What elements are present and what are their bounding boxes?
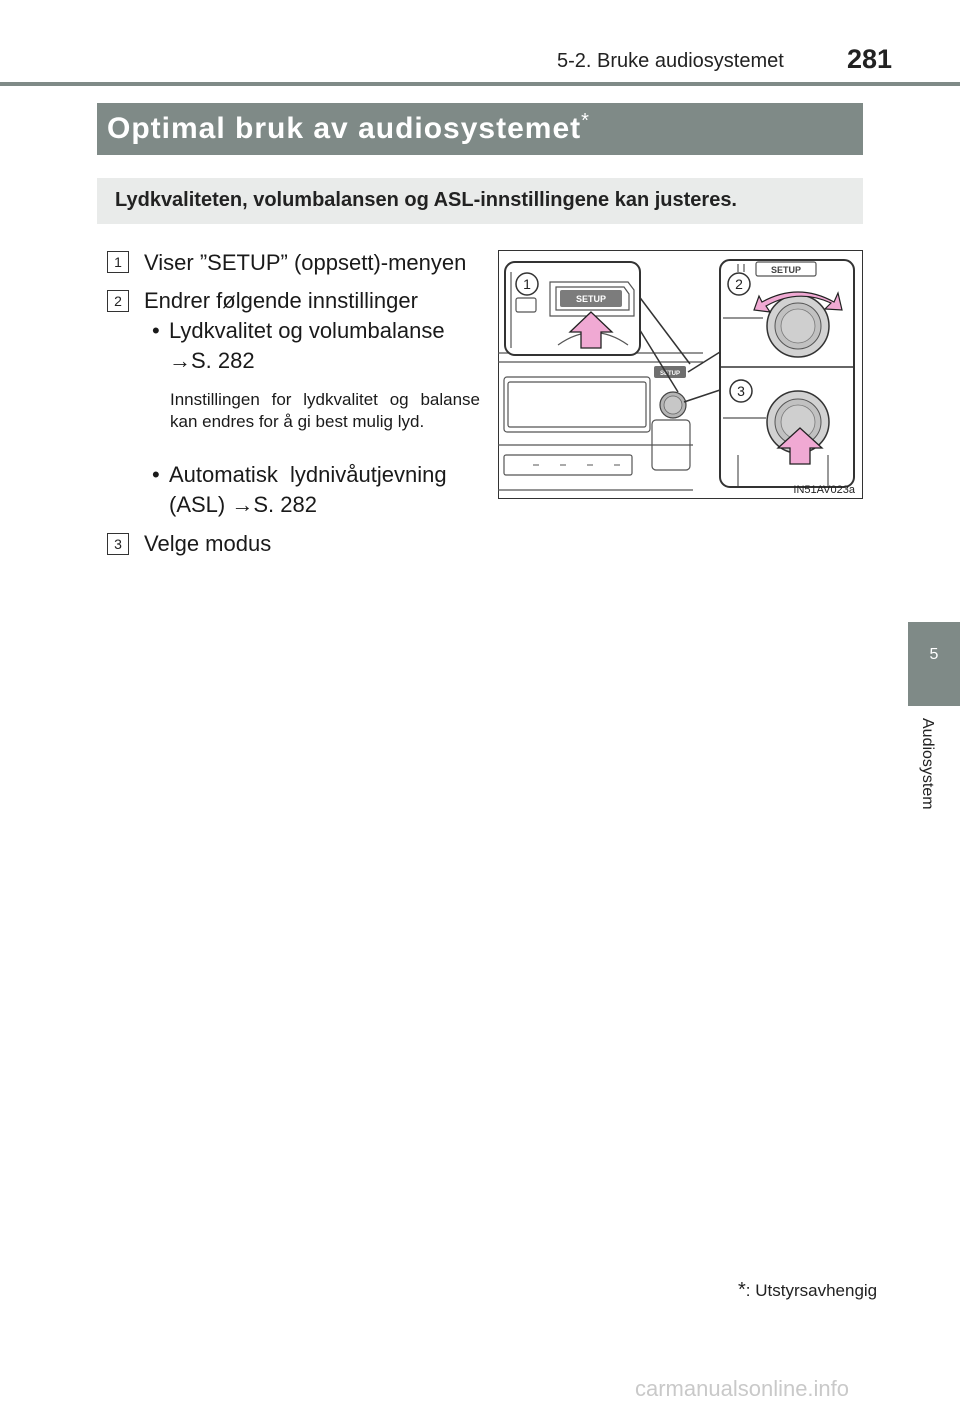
section-title-bar: Optimal bruk av audiosystemet* [97,103,863,155]
inset-setup-label-partial: SETUP [771,265,801,275]
footnote: *: Utstyrsavhengig [738,1279,877,1302]
item-3-text: Velge modus [144,531,272,556]
item-1-text: Viser ”SETUP” (oppsett)-menyen [144,250,467,275]
section-title: Optimal bruk av audiosystemet* [107,110,590,146]
callout-3: 3 [737,383,745,399]
watermark: carmanualsonline.info [635,1376,850,1401]
item-2-bullet-2: Automatisk lydnivåutjevning [169,462,447,487]
title-asterisk: * [581,110,590,132]
item-2-note: Innstillingen for lydkvalitet og balanse… [170,390,480,431]
callout-1: 1 [523,276,531,292]
chapter-title: Audiosystem [919,718,936,810]
small-setup-label: SETUP [660,371,680,377]
item-number-2: 2 [107,290,129,312]
item-2-bullet-2-ref: (ASL) →S. 282 [169,492,317,517]
intro-box: Lydkvaliteten, volumbalansen og ASL-inns… [97,178,863,224]
page-number: 281 [847,44,893,74]
footnote-text: : Utstyrsavhengig [745,1281,878,1300]
bullet-icon: • [152,462,160,487]
item-number-1: 1 [107,251,129,273]
callout-2: 2 [735,276,743,292]
bullet-icon: • [152,318,160,343]
chapter-title-wrap: Audiosystem [914,718,944,848]
item-2-text: Endrer følgende innstillinger [144,288,418,313]
rotate-arrow-icon [753,291,843,313]
item-2-bullet-1: Lydkvalitet og volumbalanse [169,318,445,343]
audio-unit-illustration: SETUP SETUP 1 [498,250,863,499]
item-number-3: 3 [107,533,129,555]
push-arrow-icon [776,427,824,465]
inset-setup-label: SETUP [576,294,606,304]
press-arrow-icon [568,311,614,349]
running-header: 5-2. Bruke audiosystemet [557,50,784,72]
item-2-bullet-1-ref: →S. 282 [169,348,255,373]
header-rule [0,82,960,86]
intro-text: Lydkvaliteten, volumbalansen og ASL-inns… [115,189,737,211]
chapter-tab: 5 [908,622,960,706]
section-title-text: Optimal bruk av audiosystemet [107,112,582,145]
footnote-asterisk: * [738,1279,746,1301]
figure-code: IN51AV023a [793,484,855,496]
chapter-number: 5 [929,646,939,663]
